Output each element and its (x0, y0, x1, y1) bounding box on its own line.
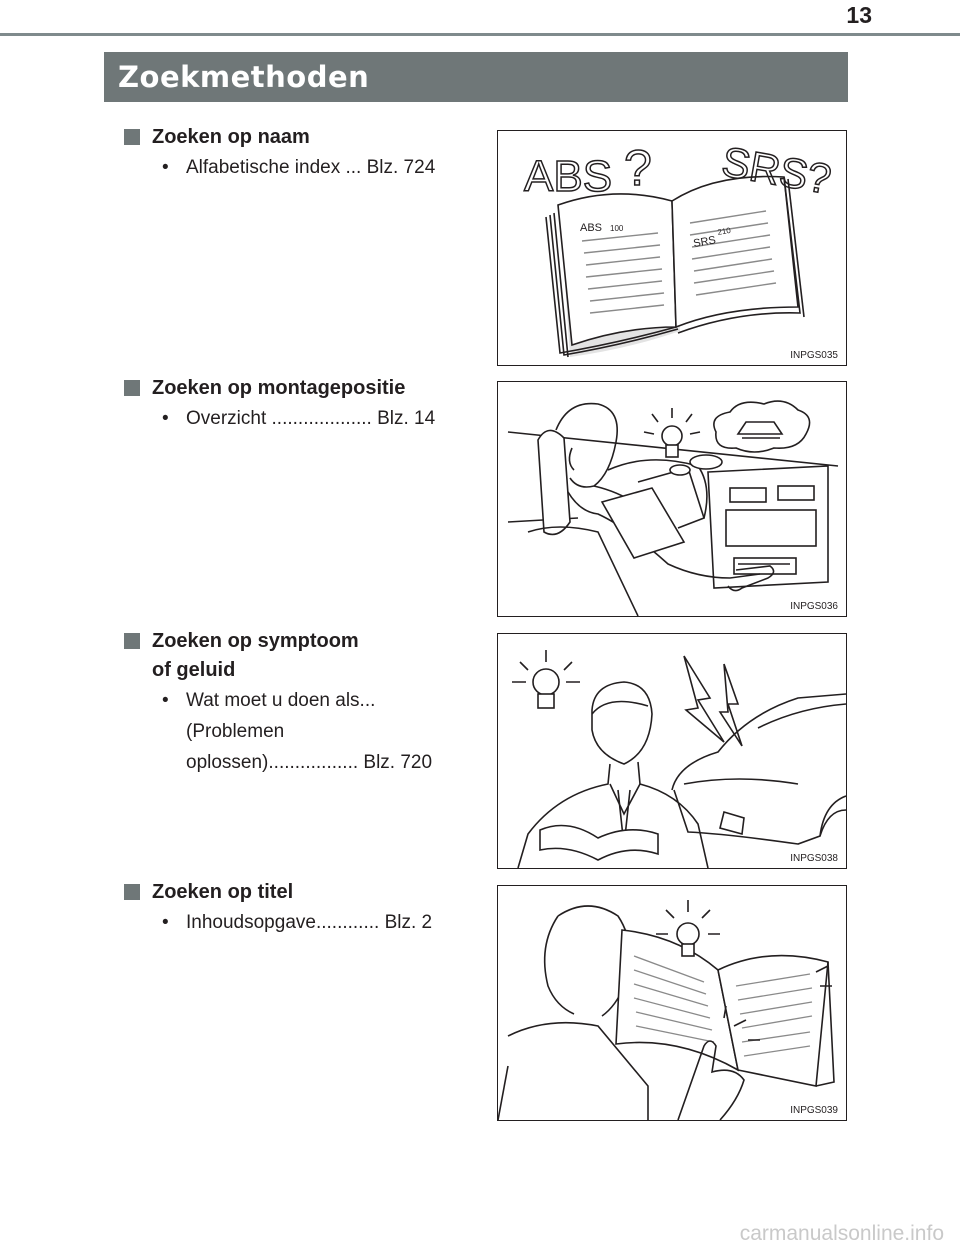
entry-heading: Zoeken op titel (124, 878, 484, 907)
bullet-icon: • (162, 912, 169, 933)
entry-heading-text: Zoeken op montagepositie (152, 377, 406, 399)
search-entry-position: Zoeken op montagepositie • Overzicht ...… (124, 374, 484, 434)
entry-heading: Zoeken op symptoom of geluid (124, 627, 484, 685)
figure-label-question: ? (624, 140, 652, 196)
figure-reader-contents: INPGS039 (497, 885, 847, 1121)
entry-heading: Zoeken op naam (124, 123, 484, 152)
driver-dashboard-illustration (507, 400, 839, 616)
square-bullet-icon (124, 129, 140, 145)
entry-heading-text: Zoeken op titel (152, 881, 294, 903)
square-bullet-icon (124, 633, 140, 649)
square-bullet-icon (124, 884, 140, 900)
figure-driver-dashboard: INPGS036 (497, 381, 847, 617)
entry-item: • Wat moet u doen als... (Problemen oplo… (158, 685, 484, 778)
figure-man-car-symptom: INPGS038 (497, 633, 847, 869)
figure-code: INPGS038 (790, 853, 838, 864)
figure-code: INPGS035 (790, 350, 838, 361)
entry-heading: Zoeken op montagepositie (124, 374, 484, 403)
page-number: 13 (846, 2, 872, 28)
search-entry-name: Zoeken op naam • Alfabetische index ... … (124, 123, 484, 183)
entry-item: • Overzicht ................... Blz. 14 (158, 403, 484, 434)
reader-book-illustration (498, 900, 835, 1120)
square-bullet-icon (124, 380, 140, 396)
bullet-icon: • (162, 157, 169, 178)
entry-item-text[interactable]: Inhoudsopgave............ Blz. 2 (186, 912, 433, 933)
figure-code: INPGS039 (790, 1105, 838, 1116)
watermark: carmanualsonline.info (739, 1222, 944, 1245)
bullet-icon: • (162, 690, 169, 711)
section-title: Zoekmethoden (104, 52, 848, 102)
entry-item: • Inhoudsopgave............ Blz. 2 (158, 907, 484, 938)
figure-code: INPGS036 (790, 601, 838, 612)
open-book-illustration: ABS ? SRS? ABS 100 SRS 210 (523, 137, 835, 358)
search-entry-title: Zoeken op titel • Inhoudsopgave.........… (124, 878, 484, 938)
top-rule (0, 33, 960, 36)
man-car-illustration (512, 650, 846, 868)
entry-heading-text: Zoeken op symptoom of geluid (152, 630, 359, 681)
entry-item-text[interactable]: Wat moet u doen als... (Problemen oploss… (186, 690, 433, 773)
bullet-icon: • (162, 408, 169, 429)
entry-heading-text: Zoeken op naam (152, 126, 310, 148)
entry-item-text[interactable]: Alfabetische index ... Blz. 724 (186, 157, 436, 178)
figure-label-abs-page: 100 (610, 224, 624, 233)
entry-item: • Alfabetische index ... Blz. 724 (158, 152, 484, 183)
entry-item-text[interactable]: Overzicht ................... Blz. 14 (186, 408, 436, 429)
search-entry-symptom: Zoeken op symptoom of geluid • Wat moet … (124, 627, 484, 778)
figure-open-book-abs-srs: ABS ? SRS? ABS 100 SRS 210 INPGS035 (497, 130, 847, 366)
figure-label-srs-small: SRS (692, 234, 716, 250)
figure-label-abs: ABS (524, 152, 612, 201)
figure-label-abs-small: ABS (580, 222, 602, 234)
figure-label-srs-page: 210 (717, 226, 732, 237)
